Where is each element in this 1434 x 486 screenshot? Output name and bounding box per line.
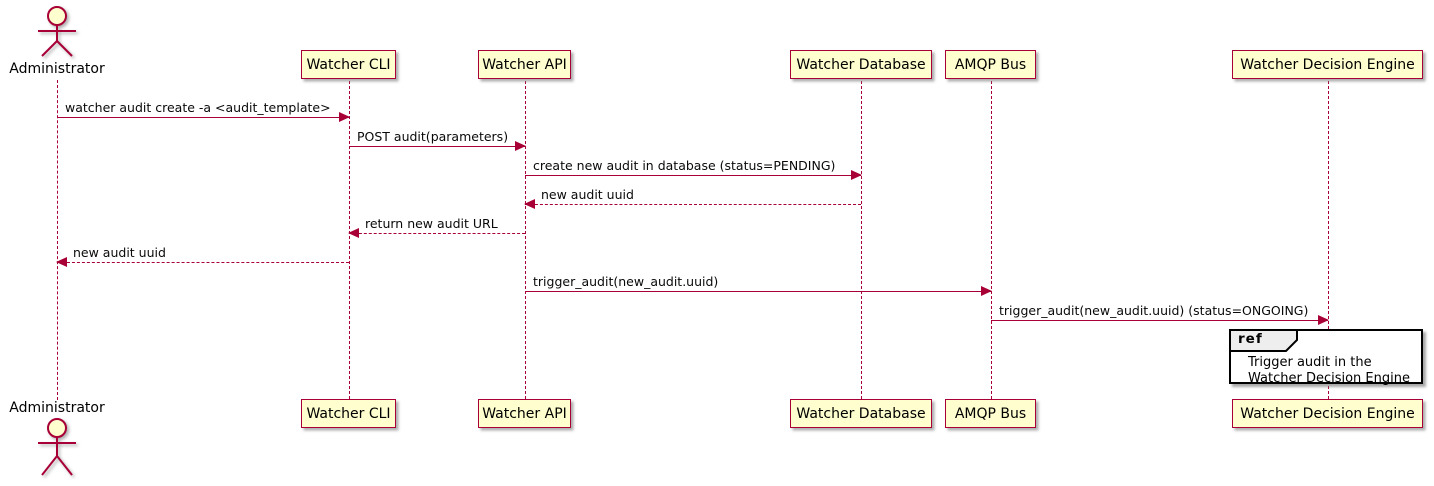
participant-watcher-api-top: Watcher API (478, 50, 571, 79)
arrowhead-left-icon (524, 199, 535, 210)
message-label: watcher audit create -a <audit_template> (65, 100, 331, 115)
message-label: new audit uuid (73, 245, 166, 260)
administrator-actor-icon (38, 6, 76, 57)
message-label: trigger_audit(new_audit.uuid) (status=ON… (999, 303, 1309, 318)
message-line (57, 112, 350, 123)
ref-tab-shape-icon (1229, 329, 1298, 352)
participant-label: Watcher API (482, 56, 567, 73)
message-label: create new audit in database (status=PEN… (533, 158, 836, 173)
lifeline-amqp-bus (991, 81, 992, 399)
message-label: POST audit(parameters) (357, 129, 509, 144)
participant-label: AMQP Bus (954, 56, 1027, 73)
participant-label: Watcher Decision Engine (1240, 56, 1415, 73)
message-5: return new audit URL (348, 216, 525, 239)
participant-watcher-api-bottom: Watcher API (478, 399, 571, 428)
arrowhead-right-icon (981, 286, 992, 297)
message-line (524, 199, 861, 210)
actor-label-administrator-bottom: Administrator (9, 400, 105, 416)
participant-label: AMQP Bus (954, 405, 1027, 422)
message-4: new audit uuid (524, 187, 861, 210)
participant-label: Watcher Database (796, 405, 926, 422)
message-3: create new audit in database (status=PEN… (525, 158, 862, 181)
participant-watcher-database-top: Watcher Database (790, 50, 932, 79)
message-line (991, 315, 1329, 326)
ref-text-line2: Watcher Decision Engine (1248, 371, 1410, 386)
participant-label: Watcher CLI (306, 56, 391, 73)
participant-label: Watcher Database (796, 56, 926, 73)
participant-label: Watcher CLI (306, 405, 391, 422)
arrowhead-right-icon (339, 112, 350, 123)
message-line (56, 257, 349, 268)
lifeline-watcher-decision-engine (1328, 81, 1329, 399)
arrowhead-left-icon (348, 228, 359, 239)
message-7: trigger_audit(new_audit.uuid) (525, 274, 992, 297)
participant-label: Watcher Decision Engine (1240, 405, 1415, 422)
message-2: POST audit(parameters) (349, 129, 526, 152)
participant-watcher-cli-top: Watcher CLI (301, 50, 396, 79)
message-line (525, 170, 862, 181)
arrowhead-left-icon (56, 257, 67, 268)
lifeline-watcher-cli (349, 81, 350, 399)
arrowhead-right-icon (1318, 315, 1329, 326)
message-label: return new audit URL (365, 216, 498, 231)
arrowhead-right-icon (515, 141, 526, 152)
message-8: trigger_audit(new_audit.uuid) (status=ON… (991, 303, 1329, 326)
ref-keyword: ref (1238, 331, 1263, 347)
lifeline-watcher-api (525, 81, 526, 399)
message-6: new audit uuid (56, 245, 349, 268)
participant-amqp-bus-bottom: AMQP Bus (945, 399, 1036, 428)
administrator-actor-icon (38, 418, 76, 476)
message-label: new audit uuid (541, 187, 634, 202)
participant-watcher-decision-engine-top: Watcher Decision Engine (1232, 50, 1423, 79)
participant-watcher-cli-bottom: Watcher CLI (301, 399, 396, 428)
participant-watcher-database-bottom: Watcher Database (790, 399, 932, 428)
message-1: watcher audit create -a <audit_template> (57, 100, 350, 123)
participant-label: Watcher API (482, 405, 567, 422)
message-line (525, 286, 992, 297)
message-line (348, 228, 525, 239)
arrowhead-right-icon (851, 170, 862, 181)
message-line (349, 141, 526, 152)
ref-body: Trigger audit in the Watcher Decision En… (1231, 331, 1421, 387)
actor-label-administrator-top: Administrator (9, 61, 105, 77)
ref-text-line1: Trigger audit in the (1248, 355, 1372, 370)
participant-watcher-decision-engine-bottom: Watcher Decision Engine (1232, 399, 1423, 428)
ref-tab: ref (1229, 329, 1299, 352)
ref-fragment: ref Trigger audit in the Watcher Decisio… (1229, 329, 1423, 387)
lifeline-administrator (57, 80, 58, 400)
lifeline-watcher-database (861, 81, 862, 399)
message-label: trigger_audit(new_audit.uuid) (533, 274, 719, 289)
participant-amqp-bus-top: AMQP Bus (945, 50, 1036, 79)
